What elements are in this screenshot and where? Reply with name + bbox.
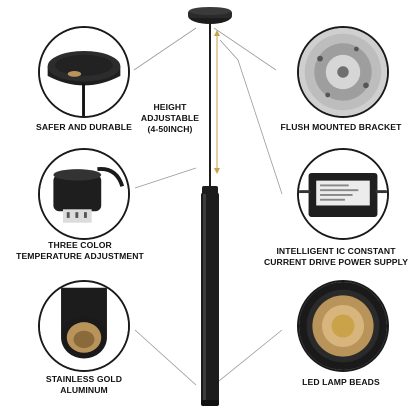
aluminum-caption: STAINLESS GOLD ALUMINUM bbox=[14, 374, 154, 396]
plug-icon bbox=[40, 150, 128, 238]
color-temp-detail bbox=[38, 148, 130, 240]
caption-line: LED LAMP BEADS bbox=[302, 377, 380, 387]
height-line: HEIGHT bbox=[153, 102, 187, 112]
caption-line: SAFER AND DURABLE bbox=[36, 122, 132, 132]
bracket-caption: FLUSH MOUNTED BRACKET bbox=[266, 122, 416, 133]
suspension-rod bbox=[209, 22, 211, 190]
canopy-detail bbox=[38, 26, 130, 118]
driver-icon bbox=[299, 150, 387, 238]
caption-line: ALUMINUM bbox=[60, 385, 108, 395]
bracket-icon bbox=[299, 28, 387, 116]
bracket-detail bbox=[297, 26, 389, 118]
caption-line: CURRENT DRIVE POWER SUPPLY bbox=[263, 257, 409, 267]
caption-line: STAINLESS GOLD bbox=[45, 374, 123, 384]
canopy-icon bbox=[40, 28, 128, 116]
caption-line: TEMPERATURE ADJUSTMENT bbox=[16, 251, 144, 261]
height-line: ADJUSTABLE bbox=[140, 113, 200, 123]
caption-line: FLUSH MOUNTED BRACKET bbox=[280, 122, 402, 132]
leader-canopy bbox=[133, 27, 197, 71]
caption-line: THREE COLOR bbox=[48, 240, 112, 250]
leader-beads bbox=[213, 329, 283, 386]
leader-color-temp bbox=[134, 167, 197, 189]
color-temp-caption: THREE COLOR TEMPERATURE ADJUSTMENT bbox=[6, 240, 154, 262]
driver-detail bbox=[297, 148, 389, 240]
aluminum-detail bbox=[38, 280, 130, 372]
beads-detail bbox=[297, 280, 389, 372]
caption-line: INTELLIGENT IC CONSTANT bbox=[276, 246, 396, 256]
leader-bracket bbox=[213, 27, 277, 71]
led-beads-icon bbox=[299, 282, 387, 370]
lamp-shade-icon bbox=[40, 282, 128, 370]
leader-driver bbox=[219, 39, 283, 195]
driver-caption: INTELLIGENT IC CONSTANT CURRENT DRIVE PO… bbox=[256, 246, 416, 268]
leader-aluminum bbox=[134, 329, 197, 386]
beads-caption: LED LAMP BEADS bbox=[266, 377, 416, 388]
pendant-light bbox=[188, 7, 232, 406]
height-caption: HEIGHT ADJUSTABLE (4-50INCH) bbox=[140, 102, 200, 135]
canopy-caption: SAFER AND DURABLE bbox=[14, 122, 154, 133]
height-line: (4-50INCH) bbox=[147, 124, 193, 134]
